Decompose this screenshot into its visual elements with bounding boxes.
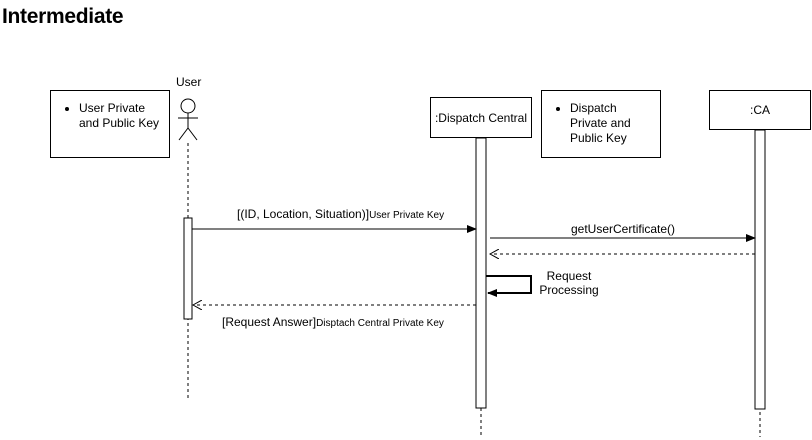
message-get-certificate-label: getUserCertificate() (571, 222, 676, 236)
ca-label: :CA (749, 103, 770, 117)
user-actor-label: User (176, 75, 202, 89)
message-id-location-label: [(ID, Location, Situation)]User Private … (237, 207, 444, 223)
user-keys-note: User Private and Public Key (50, 90, 170, 158)
message-id-location-subscript: User Private Key (369, 210, 445, 221)
dispatch-keys-note-text: Dispatch Private and Public Key (570, 101, 656, 146)
ca-box: :CA (709, 90, 811, 130)
self-message-label: Request Processing (538, 269, 600, 297)
self-message-line2: Processing (539, 283, 599, 297)
ca-activation-bar (754, 129, 766, 410)
request-answer-text: [Request Answer] (222, 315, 317, 329)
user-keys-note-text: User Private and Public Key (79, 101, 165, 131)
message-id-location-text: [(ID, Location, Situation)] (237, 207, 370, 221)
diagram-title: Intermediate (2, 5, 124, 28)
request-answer-label: [Request Answer]Disptach Central Private… (222, 315, 444, 331)
dispatch-keys-note: Dispatch Private and Public Key (541, 90, 661, 158)
self-message-line1: Request (546, 269, 592, 283)
user-actor-icon (178, 98, 198, 141)
self-message-arrow (486, 275, 532, 297)
dispatch-central-box: :Dispatch Central (430, 97, 532, 138)
request-answer-subscript: Disptach Central Private Key (316, 318, 444, 329)
user-activation-bar (183, 217, 193, 320)
dispatch-central-label: :Dispatch Central (434, 110, 528, 125)
dispatch-activation-bar (475, 137, 487, 409)
